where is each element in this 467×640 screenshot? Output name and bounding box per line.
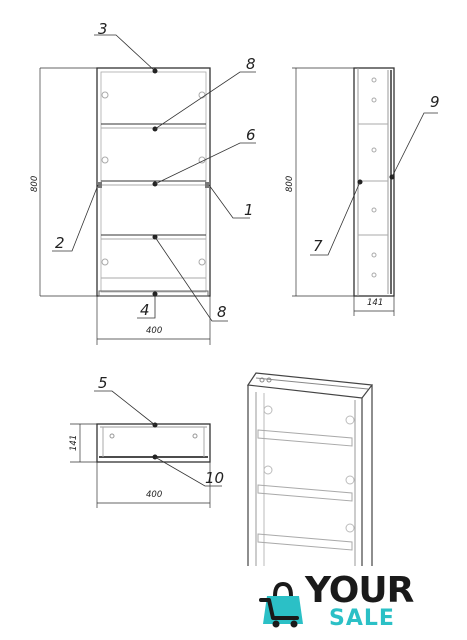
front-view	[39, 34, 256, 345]
top-view	[70, 390, 222, 508]
logo-word-your: YOUR	[305, 570, 414, 611]
isometric-view	[246, 372, 374, 566]
callout-6: 6	[246, 126, 256, 144]
callout-3: 3	[98, 20, 108, 38]
top-depth-label: 141	[69, 435, 79, 451]
callout-7: 7	[313, 237, 323, 255]
shopping-bag-icon	[259, 581, 303, 628]
side-height-label: 800	[285, 176, 295, 192]
callout-4: 4	[140, 301, 150, 319]
callout-1: 1	[244, 201, 254, 219]
callout-2: 2	[55, 234, 65, 252]
logo: YOUR SALE	[255, 570, 415, 634]
callout-8: 8	[246, 55, 256, 73]
front-width-label: 400	[146, 326, 162, 336]
callout-9: 9	[430, 93, 440, 111]
side-view	[292, 67, 438, 316]
logo-word-sale: SALE	[329, 606, 395, 631]
side-depth-label: 141	[367, 298, 383, 308]
front-height-label: 800	[30, 176, 40, 192]
callout-5: 5	[98, 374, 108, 392]
callout-8-bottom: 8	[217, 303, 227, 321]
top-width-label: 400	[146, 490, 162, 500]
callout-10: 10	[205, 469, 224, 487]
